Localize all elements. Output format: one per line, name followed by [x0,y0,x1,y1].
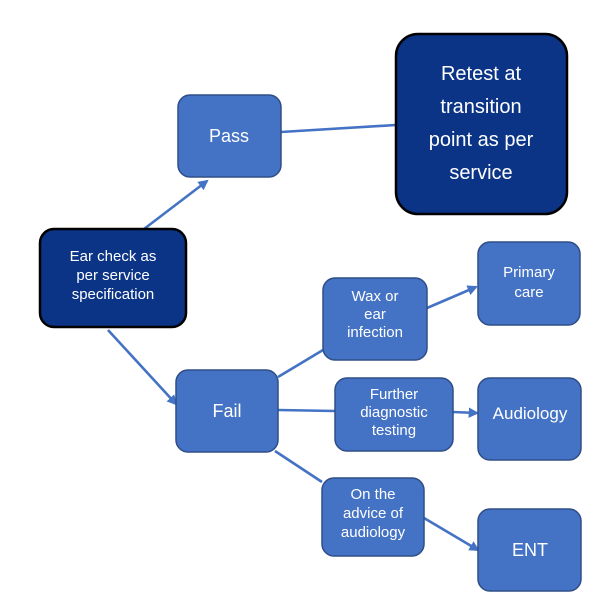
node-retest-label-line: transition [440,96,521,118]
node-advice-label-line: On the [350,486,395,503]
node-audiology: Audiology [477,377,582,461]
node-advice-label-line: advice of [343,505,404,522]
node-advice-label: On the advice of audiology [341,486,406,541]
node-fail-label: Fail [212,401,241,421]
node-pass-label: Pass [209,126,249,146]
node-advice: On the advice of audiology [321,477,425,557]
node-retest-label-line: service [449,162,512,184]
node-primary-care-label-line: care [514,284,543,301]
node-retest: Retest at transition point as per service [394,32,569,216]
arrow-wax-to-primary [426,285,478,310]
node-retest-label-line: Retest at [441,63,521,85]
connectors [107,123,480,552]
node-audiology-label: Audiology [493,404,568,423]
node-ear-check-label-line: per service [76,267,149,284]
line-fail-to-further [277,408,336,413]
node-ear-check: Ear check as per service specification [38,227,188,329]
node-fail: Fail [175,369,279,453]
node-pass-label-line: Pass [209,126,249,146]
node-ear-check-label-line: specification [72,286,155,303]
node-ear-check-label-line: Ear check as [70,248,157,265]
line-pass-to-retest [280,123,397,134]
arrow-further-to-audiology [452,407,480,418]
node-wax-label-line: Wax or [352,288,399,305]
node-advice-label-line: audiology [341,524,406,541]
arrow-ear-check-to-pass [143,179,209,231]
node-fail-label-line: Fail [212,401,241,421]
node-wax-label-line: infection [347,324,403,341]
node-further-label-line: Further [370,386,418,403]
line-fail-to-wax [277,348,324,379]
line-fail-to-advice [274,449,323,484]
node-ear-check-label: Ear check as per service specification [70,248,157,303]
node-audiology-label-line: Audiology [493,404,568,423]
arrow-advice-to-ent [423,516,480,552]
node-wax-label-line: ear [364,306,386,323]
node-further-label-line: diagnostic [360,404,428,421]
node-primary-care: Primary care [477,241,581,326]
node-ent-label-line: ENT [512,540,548,560]
node-retest-label: Retest at transition point as per service [429,63,534,184]
node-primary-care-label-line: Primary [503,264,555,281]
node-ent-label: ENT [512,540,548,560]
node-primary-care-label: Primary care [503,264,555,301]
node-pass: Pass [177,94,282,178]
node-ent: ENT [477,508,582,592]
arrow-ear-check-to-fail [107,329,178,406]
node-retest-label-line: point as per [429,129,534,151]
node-further-label-line: testing [372,422,416,439]
